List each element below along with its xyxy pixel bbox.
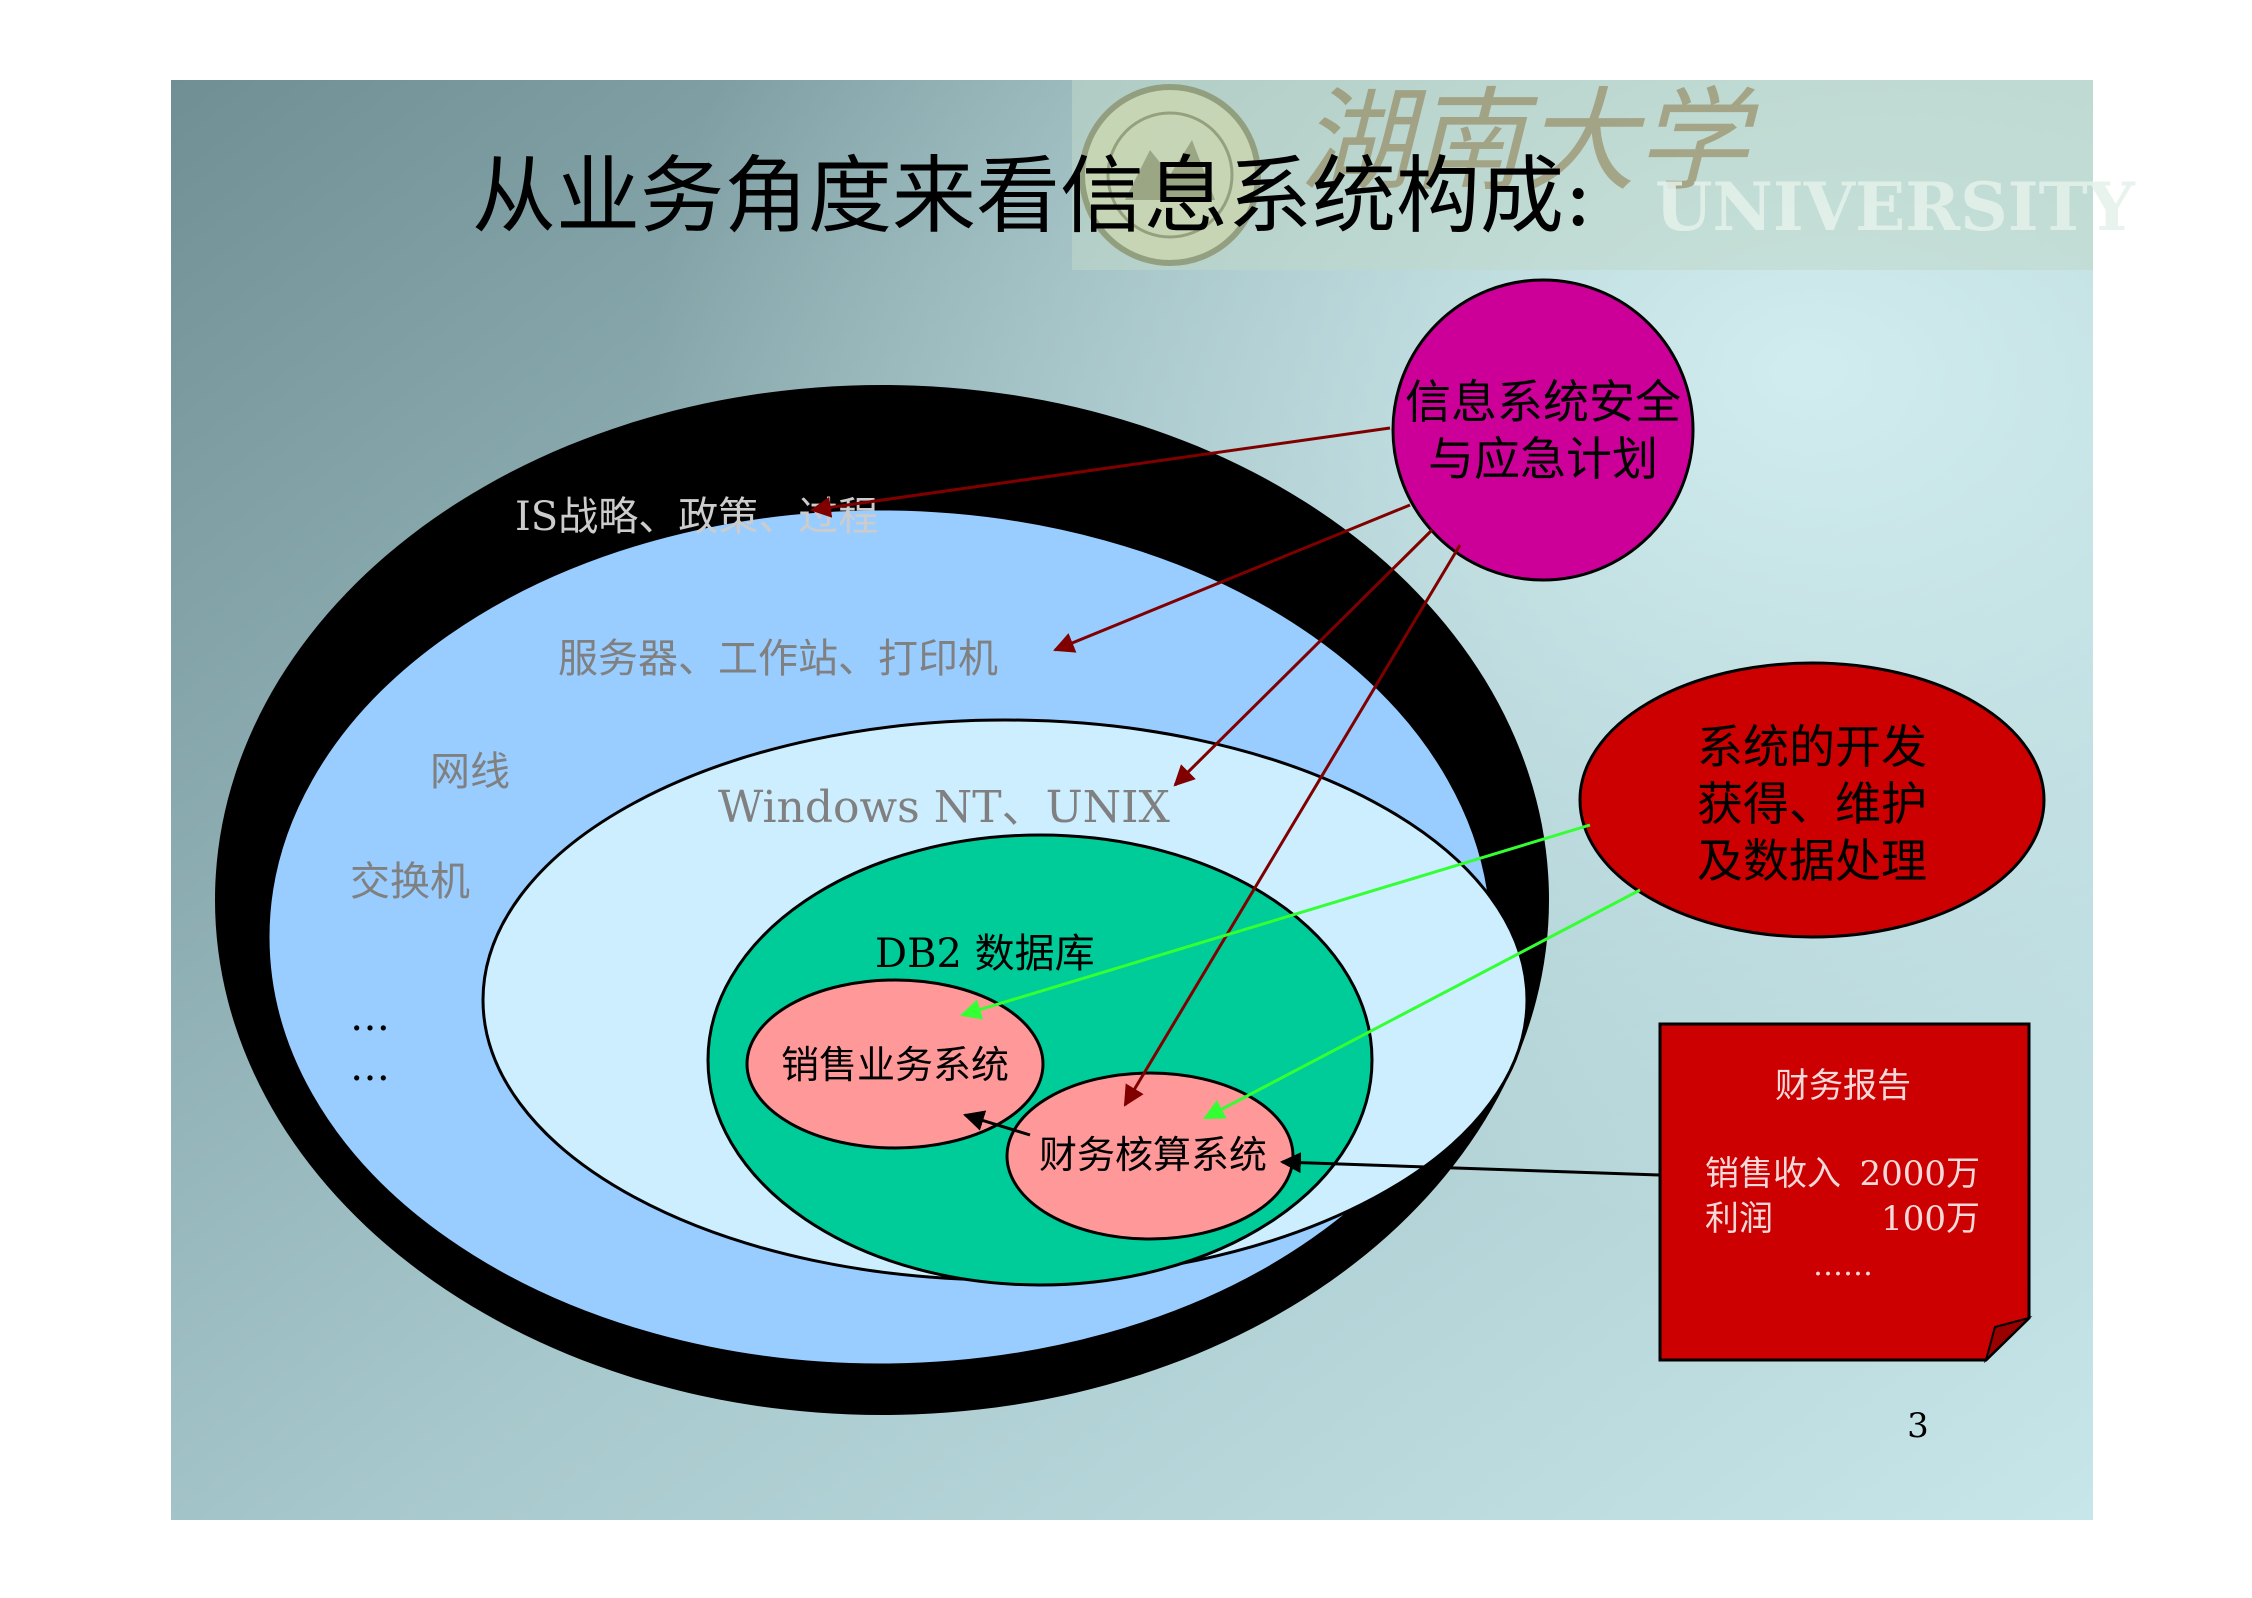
report-row2-value: 100万 (1881, 1199, 1980, 1239)
label-finance-system: 财务核算系统 (1039, 1133, 1267, 1177)
page-title: 从业务角度来看信息系统构成: (472, 147, 1592, 245)
arrow-security-to-hardware (1053, 503, 1411, 653)
page-number: 3 (1907, 1406, 1929, 1446)
arrow-dev-to-sales (959, 823, 1591, 1020)
callout-dev-line2: 获得、维护 (1697, 777, 1927, 831)
label-hardware: 服务器、工作站、打印机 (558, 636, 998, 682)
label-os: Windows NT、UNIX (718, 782, 1171, 833)
arrow-security-to-finance (1123, 544, 1462, 1107)
arrow-security-to-strategy (809, 426, 1391, 518)
callout-security (1391, 278, 1695, 582)
report-more: …… (1813, 1248, 1873, 1283)
label-sales-system: 销售业务系统 (781, 1043, 1009, 1087)
label-switch: 交换机 (350, 859, 470, 905)
arrow-dev-to-finance (1203, 888, 1641, 1120)
callout-dev-line1: 系统的开发 (1697, 720, 1927, 774)
label-network: 网线 (430, 749, 510, 795)
arrow-finance-to-sales (962, 1110, 1031, 1137)
node-sales-system (745, 978, 1045, 1150)
arrow-security-to-os (1173, 528, 1434, 787)
callout-security-line1: 信息系统安全 (1405, 375, 1681, 429)
arrow-report-to-finance (1279, 1152, 1661, 1177)
report-note: 财务报告 销售收入 2000万 利润 100万 …… (1658, 1022, 2033, 1364)
label-ellipsis-2: … (350, 1044, 390, 1090)
label-ellipsis-1: … (350, 994, 390, 1040)
callout-development (1578, 661, 2046, 939)
report-row1-value: 2000万 (1859, 1154, 1980, 1194)
report-row1-label: 销售收入 (1705, 1154, 1841, 1194)
logo-university-text: UNIVERSITY (1655, 168, 2136, 246)
report-title: 财务报告 (1775, 1066, 1911, 1106)
page-fold-icon (1984, 1316, 2033, 1364)
callout-security-line2: 与应急计划 (1428, 432, 1658, 486)
university-logo: 湖南大学 UNIVERSITY (1072, 77, 2136, 270)
label-database: DB2 数据库 (875, 931, 1095, 977)
label-strategy: IS战略、政策、过程 (515, 494, 878, 540)
report-row2-label: 利润 (1705, 1199, 1773, 1239)
callout-dev-line3: 及数据处理 (1697, 834, 1927, 888)
logo-calligraphy: 湖南大学 (1300, 77, 1759, 207)
